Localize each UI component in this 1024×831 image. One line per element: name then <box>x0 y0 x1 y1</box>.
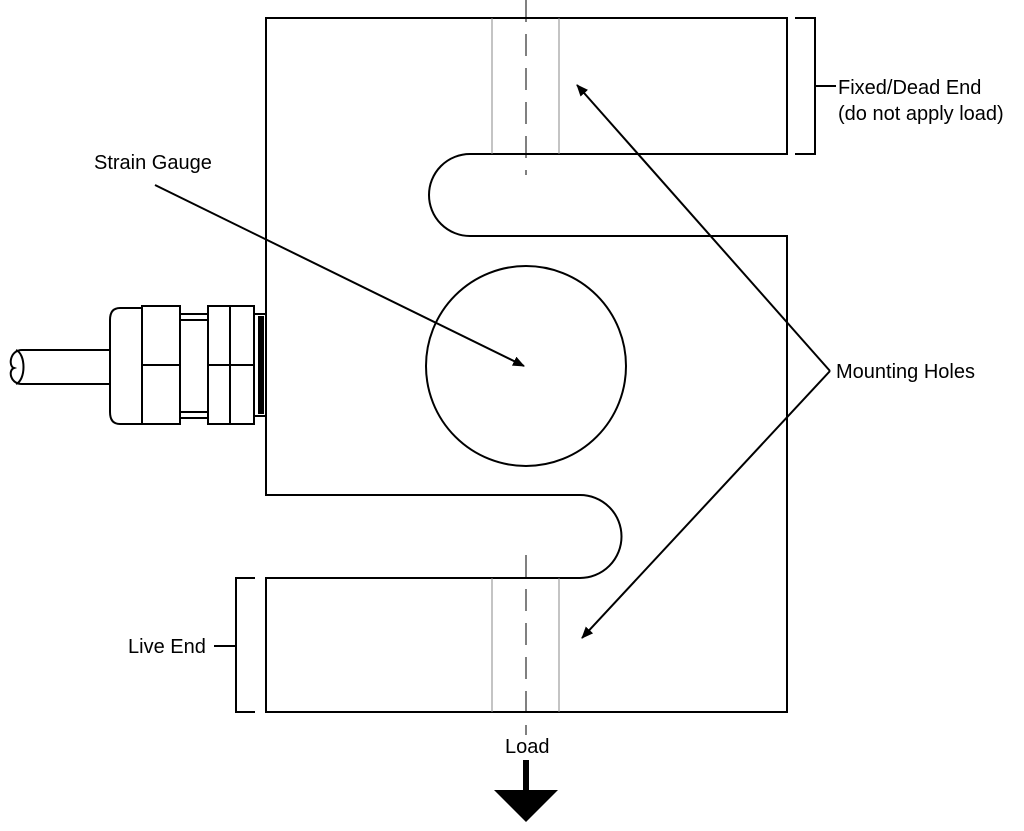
strain-gauge-leader-arrow <box>154 184 525 367</box>
strain-gauge-label: Strain Gauge <box>94 152 212 174</box>
lower-mounting-hole <box>491 555 560 735</box>
strain-gauge-circle <box>425 265 627 467</box>
s-beam-outline <box>265 17 788 713</box>
cable <box>9 349 110 385</box>
load-label: Load <box>505 736 550 758</box>
load-arrow <box>494 760 558 822</box>
cable-connector <box>9 305 267 425</box>
mounting-holes-leader-lower <box>581 370 831 639</box>
fixed-end-label: Fixed/Dead End <box>838 77 982 99</box>
upper-mounting-hole <box>491 0 560 175</box>
mounting-holes-label: Mounting Holes <box>836 361 975 383</box>
live-end-bracket <box>214 577 255 713</box>
gland-body <box>109 307 142 425</box>
live-end-label: Live End <box>128 636 206 658</box>
fixed-end-note: (do not apply load) <box>838 103 1004 125</box>
mounting-holes-leader-upper <box>576 84 831 372</box>
fixed-end-bracket <box>795 17 836 155</box>
gland-neck <box>179 313 209 419</box>
